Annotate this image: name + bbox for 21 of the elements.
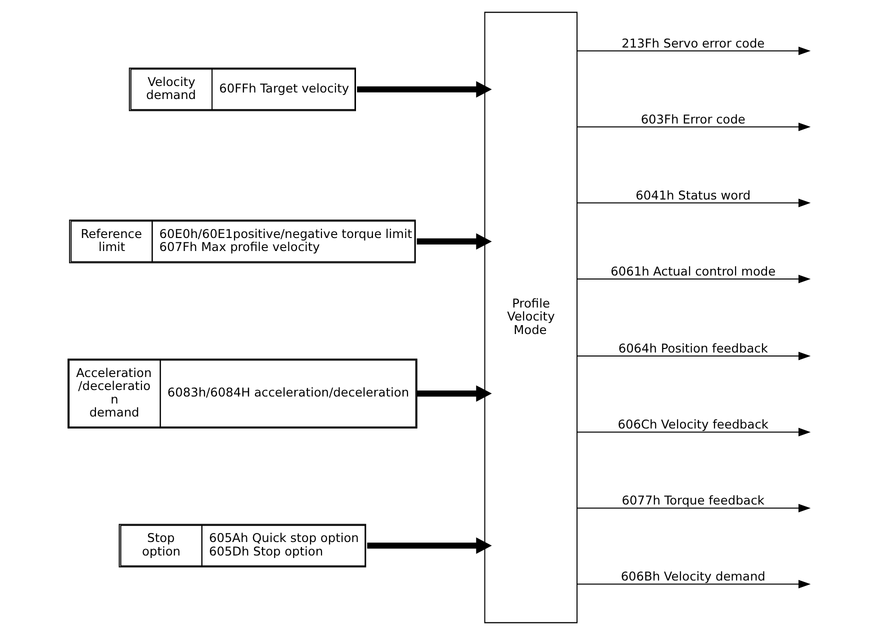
arrow	[576, 122, 811, 132]
edge-label: 6061h Actual control mode	[610, 264, 776, 279]
node-box: Profile Velocity Mode	[484, 12, 578, 624]
arrow	[576, 428, 811, 436]
edge-label: 6041h Status word	[636, 188, 751, 202]
arrow	[416, 233, 492, 250]
edge-label: 6077h Torque feedback	[622, 494, 764, 508]
edge-label: 213Fh Servo error code	[622, 36, 765, 50]
edge-label: 603Fh Error code	[640, 112, 746, 126]
arrow	[416, 385, 492, 402]
arrow	[576, 198, 811, 208]
edge-label: 606Ch Velocity feedback	[618, 418, 768, 432]
arrow	[576, 274, 811, 284]
arrow	[576, 352, 811, 360]
edge-label: 606Bh Velocity demand	[620, 570, 766, 584]
arrow	[576, 46, 811, 56]
arrow	[367, 537, 492, 554]
arrow	[576, 504, 811, 512]
arrow	[576, 580, 811, 588]
edge-label: 6064h Position feedback	[618, 342, 768, 356]
arrow	[357, 81, 492, 98]
